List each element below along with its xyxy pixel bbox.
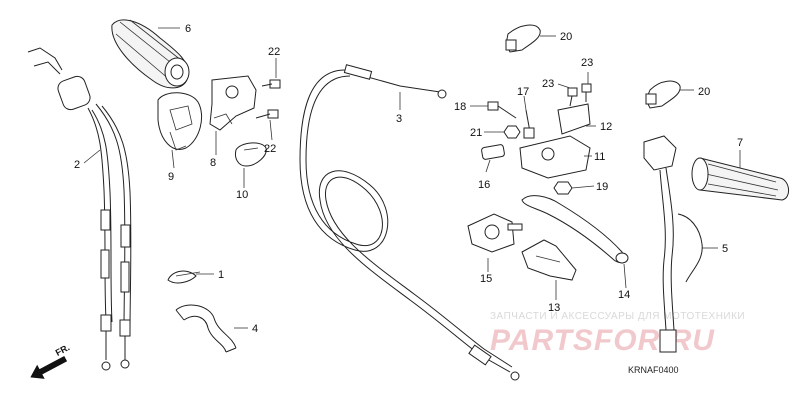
part-label-23-right: 23 xyxy=(581,57,593,69)
part-label-21: 21 xyxy=(470,127,482,139)
part-label-4: 4 xyxy=(252,323,258,335)
hot-start-lever-part xyxy=(521,239,577,281)
part-label-19: 19 xyxy=(596,181,608,193)
clamp-right-part xyxy=(645,80,681,109)
lever-bracket-part xyxy=(519,135,591,179)
part-label-5: 5 xyxy=(722,243,728,255)
part-label-20-upper: 20 xyxy=(560,31,572,43)
part-label-12: 12 xyxy=(600,121,612,133)
pivot-bolt-part xyxy=(523,109,535,139)
hot-start-assembly-part xyxy=(467,213,523,253)
nut-19-part xyxy=(553,181,573,195)
switch-wire-part xyxy=(643,135,703,353)
part-label-6: 6 xyxy=(185,23,191,35)
throttle-cables-part xyxy=(27,47,132,371)
leader-lines xyxy=(83,27,741,329)
bracket-holder-part xyxy=(557,103,591,135)
clamp-upper-part xyxy=(505,24,541,53)
part-label-11: 11 xyxy=(594,151,605,163)
part-label-15: 15 xyxy=(480,273,492,285)
cable-adjuster-part xyxy=(481,144,505,160)
part-label-10: 10 xyxy=(236,189,248,201)
part-label-3: 3 xyxy=(396,113,402,125)
part-label-17: 17 xyxy=(517,86,529,98)
watermark-brand: PARTSFOR.RU xyxy=(490,324,715,357)
clutch-cable-part xyxy=(299,64,520,381)
left-grip-part xyxy=(691,157,789,201)
part-label-13: 13 xyxy=(548,302,560,314)
clutch-lever-part xyxy=(521,195,629,264)
part-label-1: 1 xyxy=(218,269,224,281)
screw-upper-part xyxy=(261,79,281,89)
part-label-7: 7 xyxy=(737,137,743,149)
diagram-code: KRNAF0400 xyxy=(628,365,679,375)
part-label-2: 2 xyxy=(74,159,80,171)
part-label-23-left: 23 xyxy=(542,78,554,90)
throttle-cover-part xyxy=(235,142,267,167)
nut-21-part xyxy=(503,125,521,139)
front-direction-marker: FR. xyxy=(30,342,71,379)
bolt-23-left-part xyxy=(567,87,578,107)
wire-guide-part xyxy=(175,304,237,353)
part-labels: 6 2 22 8 9 10 22 1 4 3 20 20 23 23 17 18… xyxy=(74,23,743,335)
part-label-22-upper: 22 xyxy=(268,46,280,58)
cable-clip-part xyxy=(167,270,201,284)
throttle-housing-lower-part xyxy=(157,92,202,151)
part-label-18: 18 xyxy=(454,101,466,113)
front-arrow-icon xyxy=(30,355,68,379)
bolt-23-right-part xyxy=(581,83,592,102)
bolt-18-part xyxy=(487,101,517,119)
throttle-grip-part xyxy=(111,19,190,89)
front-direction-label: FR. xyxy=(54,342,71,358)
throttle-housing-upper-part xyxy=(209,75,257,131)
screw-lower-part xyxy=(255,109,279,119)
part-label-14: 14 xyxy=(618,289,630,301)
part-label-16: 16 xyxy=(478,179,490,191)
part-label-20-right: 20 xyxy=(698,86,710,98)
part-label-9: 9 xyxy=(168,171,174,183)
part-label-22-lower: 22 xyxy=(264,143,276,155)
part-label-8: 8 xyxy=(210,157,216,169)
watermark-subtitle: ЗАПЧАСТИ И АКСЕССУАРЫ ДЛЯ МОТОТЕХНИКИ xyxy=(490,311,745,322)
